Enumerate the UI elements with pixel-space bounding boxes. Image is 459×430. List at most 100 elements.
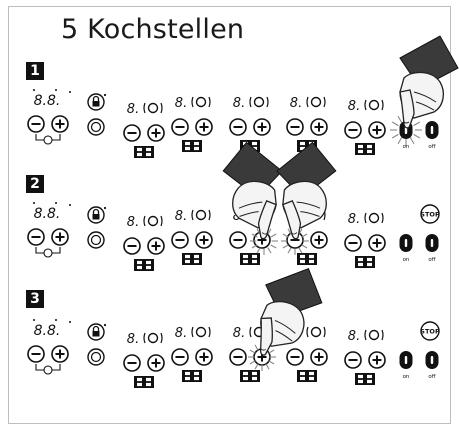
zone-dot xyxy=(358,262,363,267)
heat-indicator-icon xyxy=(310,96,322,108)
hand-index-finger xyxy=(281,200,302,240)
lock-icon xyxy=(92,101,100,107)
zone-dot xyxy=(300,371,305,376)
lock-led xyxy=(103,93,107,97)
glow-ray xyxy=(254,363,259,370)
zone-dot xyxy=(185,259,190,264)
zone-dot xyxy=(309,371,314,376)
lock-led xyxy=(103,206,107,210)
off-label: off xyxy=(428,257,435,263)
ring-button xyxy=(90,234,102,246)
diagram-title: 5 Kochstellen xyxy=(61,14,245,45)
heat-indicator-icon xyxy=(143,215,163,227)
zone-dot xyxy=(194,146,199,151)
timer-led xyxy=(55,319,57,321)
zone-dot xyxy=(146,260,151,265)
zone-dot xyxy=(146,265,151,270)
glow-ray xyxy=(251,233,258,238)
heat-indicator-icon xyxy=(368,329,380,341)
step-2-badge: 2 xyxy=(26,175,44,193)
heat-indicator-icon xyxy=(147,332,159,344)
glow-ray xyxy=(251,244,258,249)
ring-button xyxy=(90,121,102,133)
fingernail xyxy=(260,348,267,351)
cooking-zone-2: 8. xyxy=(171,96,213,152)
step-1-badge: 1 xyxy=(26,62,44,80)
cooking-zone-4: 8. xyxy=(286,326,328,382)
lock-led xyxy=(103,323,107,327)
heat-indicator-icon xyxy=(368,212,380,224)
zone-dot xyxy=(367,374,372,379)
glow-ray xyxy=(391,121,399,127)
heat-indicator-icon xyxy=(310,326,322,338)
zone-display: 8. xyxy=(348,329,360,344)
timer-bracket xyxy=(35,364,61,371)
glow-ray xyxy=(298,247,303,254)
stop-button xyxy=(420,204,440,224)
glow-ray xyxy=(249,349,256,354)
off-button-mark xyxy=(430,126,434,134)
zone-dot xyxy=(243,259,248,264)
ring-button xyxy=(87,231,105,249)
glow-ray xyxy=(301,244,308,249)
cooking-zone-icon xyxy=(182,370,202,382)
glow-ray xyxy=(267,228,272,235)
hand-step-3 xyxy=(259,267,323,356)
zone-dot xyxy=(243,376,248,381)
timer-bracket xyxy=(35,134,61,141)
timer-led xyxy=(33,89,35,91)
zone-dot xyxy=(146,382,151,387)
zone-dot xyxy=(146,377,151,382)
heat-indicator-icon xyxy=(306,96,326,108)
heat-indicator-icon xyxy=(143,102,163,114)
hand-index-finger xyxy=(399,89,415,129)
zone-dot xyxy=(300,141,305,146)
cooking-zone-icon xyxy=(240,253,260,265)
stop-label: STOP xyxy=(420,328,440,336)
lock-icon xyxy=(92,325,100,331)
zone-dot xyxy=(194,254,199,259)
hand-fingers xyxy=(238,201,263,217)
zone-display: 8. xyxy=(127,102,139,117)
heat-indicator-icon xyxy=(147,215,159,227)
zone-dot xyxy=(252,141,257,146)
cooking-zone-5: 8. xyxy=(344,212,386,268)
hand-step-2-right xyxy=(276,141,337,240)
heat-indicator-icon xyxy=(195,96,207,108)
touch-glow xyxy=(250,227,278,255)
fingernail xyxy=(261,232,268,235)
off-label: off xyxy=(428,374,435,380)
zone-dot xyxy=(367,144,372,149)
on-label: on xyxy=(403,144,410,150)
zone-dot xyxy=(300,259,305,264)
cooking-zone-icon xyxy=(297,370,317,382)
hand-index-finger xyxy=(259,317,274,356)
timer-led xyxy=(33,319,35,321)
timer-icon xyxy=(43,365,53,375)
glow-ray xyxy=(270,244,277,249)
zone-dot xyxy=(137,265,142,270)
on-label: on xyxy=(403,257,410,263)
heat-indicator-icon xyxy=(364,212,384,224)
cooking-zone-1: 8. xyxy=(123,102,165,158)
timer-led xyxy=(69,204,71,206)
heat-indicator-icon xyxy=(191,326,211,338)
zone-dot xyxy=(194,376,199,381)
zone-display: 8. xyxy=(175,326,187,341)
cooking-zone-1: 8. xyxy=(123,215,165,271)
cooking-zone-1: 8. xyxy=(123,332,165,388)
zone-dot xyxy=(309,376,314,381)
zone-dot xyxy=(194,371,199,376)
glow-ray xyxy=(254,344,259,351)
glow-ray xyxy=(268,349,275,354)
glow-ray xyxy=(413,121,421,127)
heat-indicator-icon xyxy=(249,96,269,108)
cooking-zone-2: 8. xyxy=(171,326,213,382)
zone-dot xyxy=(185,376,190,381)
heat-indicator-icon xyxy=(191,96,211,108)
zone-dot xyxy=(185,254,190,259)
cooking-zone-2: 8. xyxy=(171,209,213,265)
zone-dot xyxy=(146,147,151,152)
timer-icon xyxy=(43,248,53,258)
